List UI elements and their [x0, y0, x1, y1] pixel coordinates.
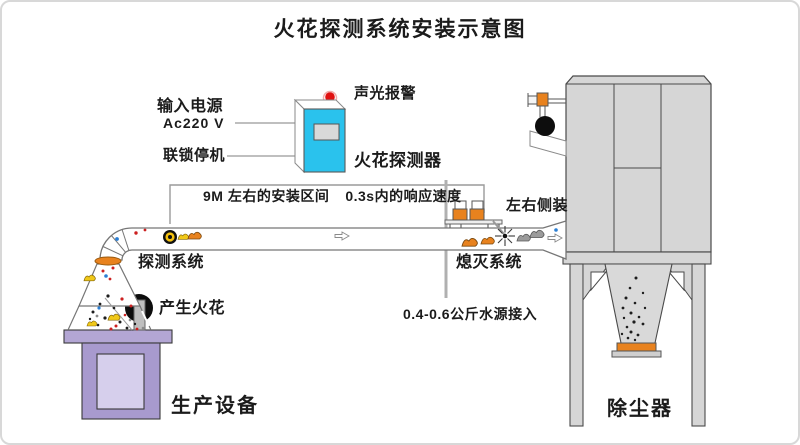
side-nozzle-icon	[536, 92, 549, 107]
install-range-bracket	[169, 184, 485, 224]
response-speed-text: 0.3s内的响应速度	[345, 188, 462, 204]
production-machine	[63, 329, 173, 420]
collector-hopper	[604, 263, 673, 344]
spark-detector-box	[293, 90, 347, 174]
install-range-label: 9M 左右的安装区间 0.3s内的响应速度	[203, 188, 462, 204]
side-mount-bracket	[529, 130, 567, 157]
side-sensor-icon	[535, 116, 555, 136]
spray-pipe	[492, 220, 505, 235]
spray-burst-icon	[495, 226, 515, 246]
collector-right-leg	[691, 263, 706, 427]
duct	[99, 220, 567, 261]
collector-base-strip	[562, 251, 712, 265]
side-mount-assembly	[527, 92, 567, 157]
water-supply-label: 0.4-0.6公斤水源接入	[403, 306, 538, 322]
nozzle-icon	[452, 200, 468, 221]
detection-system-label: 探测系统	[138, 254, 205, 271]
dust-particles	[620, 276, 647, 342]
page-title: 火花探测系统安装示意图	[273, 18, 527, 41]
install-interval-text: 9M 左右的安装区间	[203, 188, 330, 204]
collector-left-leg	[569, 263, 584, 427]
dust-collector-label: 除尘器	[607, 398, 673, 420]
intake-funnel	[78, 263, 141, 307]
duct-contents-left	[115, 228, 202, 244]
power-spec-label: Ac220 V	[163, 115, 225, 131]
interlock-stop-label: 联锁停机	[163, 147, 226, 164]
production-equipment-label: 生产设备	[171, 395, 259, 417]
alarm-light-icon	[325, 92, 335, 102]
spark-particles	[86, 294, 145, 331]
flange-icon	[94, 256, 122, 266]
detector-screen	[313, 123, 340, 141]
side-mount-label: 左右侧装	[506, 197, 569, 214]
funnel-particles	[83, 266, 115, 282]
alarm-label: 声光报警	[354, 85, 417, 102]
elbow-segments	[102, 229, 130, 257]
duct-contents-right	[461, 228, 563, 247]
power-input-label: 输入电源	[157, 98, 224, 115]
extinguish-system-label: 熄灭系统	[456, 254, 523, 271]
hopper-discharge	[616, 342, 657, 352]
spark-generation-label: 产生火花	[159, 300, 226, 317]
detector-viewport-icon	[163, 230, 177, 244]
spark-detector-label: 火花探测器	[354, 151, 442, 170]
dust-collector	[562, 75, 712, 427]
extinguisher-assembly	[444, 200, 505, 235]
nozzle-icon	[469, 200, 485, 221]
